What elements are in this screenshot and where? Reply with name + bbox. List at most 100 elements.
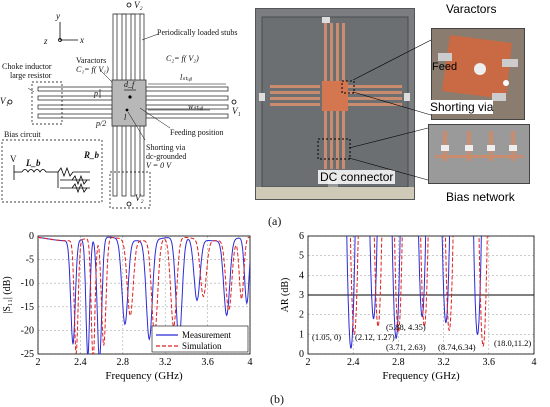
df-label: d_f bbox=[124, 80, 135, 89]
ar-annotation: (8.74,6.34) bbox=[438, 342, 476, 352]
x-axis-title: Frequency (GHz) bbox=[105, 370, 183, 382]
y-tick-label: 5 bbox=[299, 251, 304, 262]
w-stub-label: wₛₜᵤᵦ bbox=[188, 102, 204, 111]
ar-annotation: (3.71, 2.63) bbox=[386, 342, 426, 352]
legend-box bbox=[151, 325, 249, 353]
ar-curve-simulation bbox=[420, 236, 429, 328]
y-tick-label: 1 bbox=[299, 329, 304, 340]
periodic-stubs-label: Periodically loaded stubs bbox=[157, 28, 238, 37]
y-tick-label: 6 bbox=[299, 231, 304, 242]
varactors-photo-label: Varactors bbox=[446, 2, 497, 16]
bias-circuit-label: Bias circuit bbox=[4, 130, 41, 139]
ar-annotation: (5.88, 4.35) bbox=[386, 322, 426, 332]
x-tick-label: 2.4 bbox=[347, 357, 360, 368]
x-tick-label: 3.2 bbox=[437, 357, 450, 368]
rb-label: R_b bbox=[84, 150, 100, 160]
ar-annotation: (2.12, 1.27) bbox=[355, 332, 395, 342]
legend-label: Measurement bbox=[182, 330, 231, 340]
leader-lines bbox=[27, 33, 171, 141]
y-tick-label: 0 bbox=[29, 231, 34, 242]
p-label: p bbox=[94, 89, 98, 98]
v0-label: V = 0 V bbox=[146, 161, 172, 170]
feeding-label: Feeding position bbox=[170, 128, 224, 137]
ar-curve-simulation bbox=[478, 236, 488, 347]
shorting-via-photo-label: Shorting via bbox=[430, 100, 494, 114]
schematic-panel: y z x V₂ V₂ V₁ V₁ Periodically loaded st… bbox=[0, 0, 245, 212]
ar-annotation: (18.0,11.2) bbox=[494, 338, 531, 348]
bias-dashed-boxes bbox=[1, 81, 151, 209]
lb-label: L_b bbox=[26, 158, 41, 168]
antenna-schematic bbox=[1, 2, 237, 209]
ar-curve-simulation bbox=[349, 236, 359, 336]
v2-top-label: V₂ bbox=[134, 0, 143, 10]
x-tick-label: 4 bbox=[248, 357, 253, 368]
zoom-photo-bias bbox=[428, 124, 530, 184]
feed-label: Feed bbox=[432, 61, 458, 73]
axis-z-label: z bbox=[44, 36, 48, 46]
bias-circuit-drawing bbox=[13, 165, 90, 194]
c1-label: C₁= f( V₁) bbox=[76, 65, 109, 74]
varactors-label: Varactors bbox=[76, 56, 107, 65]
ar-annotation: (1.05, 0) bbox=[312, 332, 341, 342]
v1-left-label: V₁ bbox=[0, 96, 9, 106]
series-line-simulation bbox=[38, 236, 250, 354]
v1-right-label: V₁ bbox=[232, 106, 241, 116]
dc-connector-label: DC connector bbox=[318, 170, 396, 184]
feed-point bbox=[128, 95, 132, 99]
x-tick-label: 2 bbox=[306, 357, 311, 368]
zoom-feed-drawing bbox=[432, 29, 524, 119]
ar-curve-measurement bbox=[391, 236, 401, 340]
shorting-via-dot bbox=[125, 108, 129, 112]
coordinate-axes bbox=[58, 22, 78, 42]
large-resistor-label: large resistor bbox=[10, 71, 52, 80]
x-tick-label: 2 bbox=[36, 357, 41, 368]
y-axis-title: |S₁₁| (dB) bbox=[2, 276, 13, 313]
prototype-photo: DC connector bbox=[255, 8, 415, 200]
x-tick-label: 4 bbox=[532, 357, 537, 368]
plot-frame bbox=[37, 235, 251, 355]
ar-curve-measurement bbox=[346, 236, 356, 349]
x-tick-label: 2.8 bbox=[117, 357, 130, 368]
prototype-photo-drawing bbox=[256, 16, 414, 199]
ar-curve-simulation bbox=[444, 236, 454, 332]
y-tick-label: -5 bbox=[26, 255, 34, 266]
axis-y-label: y bbox=[56, 11, 60, 21]
c2-label: C₂= f( V₂) bbox=[166, 54, 199, 63]
ar-curve-simulation bbox=[394, 236, 403, 334]
y-tick-label: 2 bbox=[299, 310, 304, 321]
y-tick-label: -25 bbox=[21, 349, 34, 360]
y-tick-label: 0 bbox=[299, 349, 304, 360]
zoom-bias-drawing bbox=[429, 125, 529, 183]
x-tick-label: 3.6 bbox=[483, 357, 496, 368]
x-tick-label: 3.6 bbox=[201, 357, 214, 368]
dc-grounded-label: dc-grounded bbox=[146, 152, 187, 161]
ar-curve-measurement bbox=[418, 236, 427, 318]
voltage-terminals bbox=[7, 2, 237, 207]
ar-curve-measurement bbox=[369, 236, 378, 320]
x-tick-label: 2.8 bbox=[392, 357, 405, 368]
caption-b: (b) bbox=[270, 392, 284, 406]
choke-label: Choke inductor bbox=[2, 62, 52, 71]
l-stub-label: lₛₜᵤᵦ bbox=[180, 73, 193, 82]
y-tick-label: -10 bbox=[21, 278, 34, 289]
plot-frame bbox=[307, 235, 535, 355]
v2-bottom-label: V₂ bbox=[135, 193, 144, 203]
caption-a: (a) bbox=[268, 214, 282, 228]
center-patch bbox=[111, 79, 147, 127]
ar-curve-measurement bbox=[473, 236, 482, 336]
bias-network-label: Bias network bbox=[446, 190, 515, 204]
l-label: l bbox=[124, 113, 127, 122]
y-axis-title: AR (dB) bbox=[280, 278, 291, 313]
x-tick-label: 2.4 bbox=[74, 357, 87, 368]
y-tick-label: 4 bbox=[299, 270, 304, 281]
x-axis-title: Frequency (GHz) bbox=[382, 370, 460, 382]
legend-label: Simulation bbox=[182, 341, 222, 351]
y-tick-label: -20 bbox=[21, 325, 34, 336]
axis-x-label: x bbox=[80, 35, 84, 45]
dimension-arrows bbox=[99, 83, 226, 111]
v-label: V bbox=[10, 154, 17, 164]
